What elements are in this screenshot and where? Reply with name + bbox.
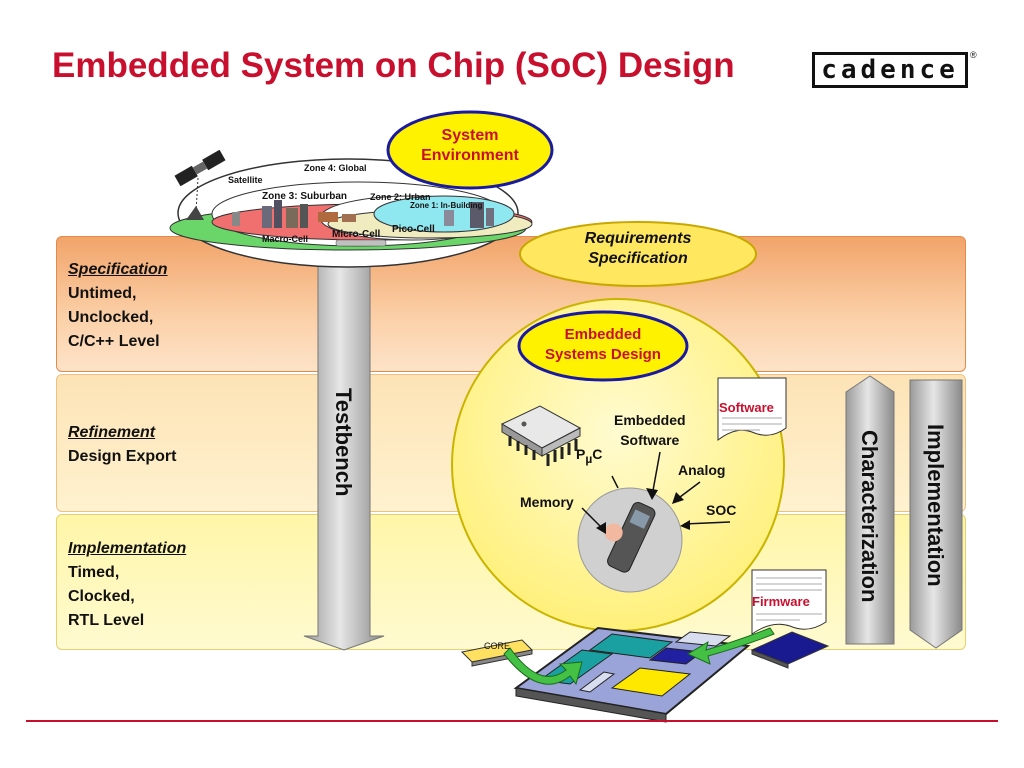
system-environment-bubble: [386, 110, 554, 190]
analog-label: Analog: [678, 462, 726, 478]
zone4-label: Zone 4: Global: [304, 163, 367, 173]
zone1-label: Zone 1: In-Building: [410, 201, 483, 210]
core-label: CORE: [484, 641, 511, 651]
software-document-icon: [717, 377, 787, 442]
page-title: Embedded System on Chip (SoC) Design: [52, 46, 735, 85]
implementation-heading: Implementation: [68, 540, 187, 557]
implementation-level-label: Implementation Timed, Clocked, RTL Level: [68, 537, 186, 633]
soc-label: SOC: [706, 502, 737, 518]
characterization-arrow: [845, 375, 895, 645]
requirements-line: Requirements: [584, 230, 692, 247]
testbench-label: Testbench: [331, 388, 356, 497]
microcontroller-label: PµC: [576, 446, 603, 466]
impl-line: RTL Level: [68, 612, 145, 629]
embedded-software-label: Embedded Software: [614, 410, 686, 450]
firmware-document-icon: [751, 569, 827, 635]
embedded-software-line: Embedded: [614, 412, 686, 428]
macro-cell-label: Macro-Cell: [262, 234, 309, 244]
requirements-label: Requirements Specification: [516, 229, 760, 269]
refinement-level-label: Refinement Design Export: [68, 421, 176, 469]
embedded-design-line: Systems Design: [545, 346, 661, 363]
system-environment-label: System Environment: [384, 126, 556, 166]
specification-level-label: Specification Untimed, Unclocked, C/C++ …: [68, 258, 168, 354]
core-to-board-arrow: [503, 647, 583, 686]
embedded-design-bubble: [517, 310, 689, 382]
microcontroller-chip-icon: [500, 405, 582, 466]
software-doc-label: Software: [719, 400, 774, 415]
spec-line: C/C++ Level: [68, 333, 160, 350]
puc-mu: µ: [585, 452, 593, 466]
requirements-line: Specification: [588, 250, 688, 267]
refinement-line: Design Export: [68, 448, 177, 465]
cadence-logo: cadence: [812, 52, 968, 88]
specification-heading: Specification: [68, 261, 168, 278]
implementation-arrow: [909, 379, 963, 649]
embedded-design-line: Embedded: [564, 326, 642, 343]
testbench-arrow: [303, 261, 385, 651]
impl-line: Clocked,: [68, 588, 135, 605]
zone2-label: Zone 2: Urban: [370, 192, 431, 202]
embedded-design-label: Embedded Systems Design: [514, 325, 692, 365]
registered-mark: ®: [970, 50, 977, 60]
firmware-doc-label: Firmware: [752, 594, 810, 609]
refinement-heading: Refinement: [68, 424, 156, 441]
zones-illustration: [169, 149, 533, 268]
firmware-to-board-arrow: [686, 627, 775, 665]
zone3-label: Zone 3: Suburban: [262, 191, 347, 202]
spec-line: Untimed,: [68, 285, 137, 302]
requirements-bubble: [519, 221, 757, 287]
implementation-arrow-label: Implementation: [923, 424, 948, 587]
characterization-label: Characterization: [857, 430, 882, 603]
system-environment-line: System: [441, 127, 499, 144]
embedded-software-line: Software: [620, 432, 680, 448]
pico-cell-label: Pico-Cell: [392, 224, 435, 235]
system-environment-line: Environment: [421, 147, 519, 164]
memory-label: Memory: [520, 494, 574, 510]
small-chip-icon: [750, 631, 830, 669]
micro-cell-label: Micro-Cell: [332, 229, 381, 240]
mobile-phone-icon: [604, 501, 656, 573]
bottom-rule: [26, 720, 998, 722]
soc-board-illustration: [513, 626, 751, 723]
spec-line: Unclocked,: [68, 309, 154, 326]
puc-p: P: [576, 446, 586, 462]
satellite-label: Satellite: [228, 175, 263, 185]
logo-text: cadence: [821, 55, 959, 85]
impl-line: Timed,: [68, 564, 120, 581]
puc-c: C: [592, 446, 603, 462]
